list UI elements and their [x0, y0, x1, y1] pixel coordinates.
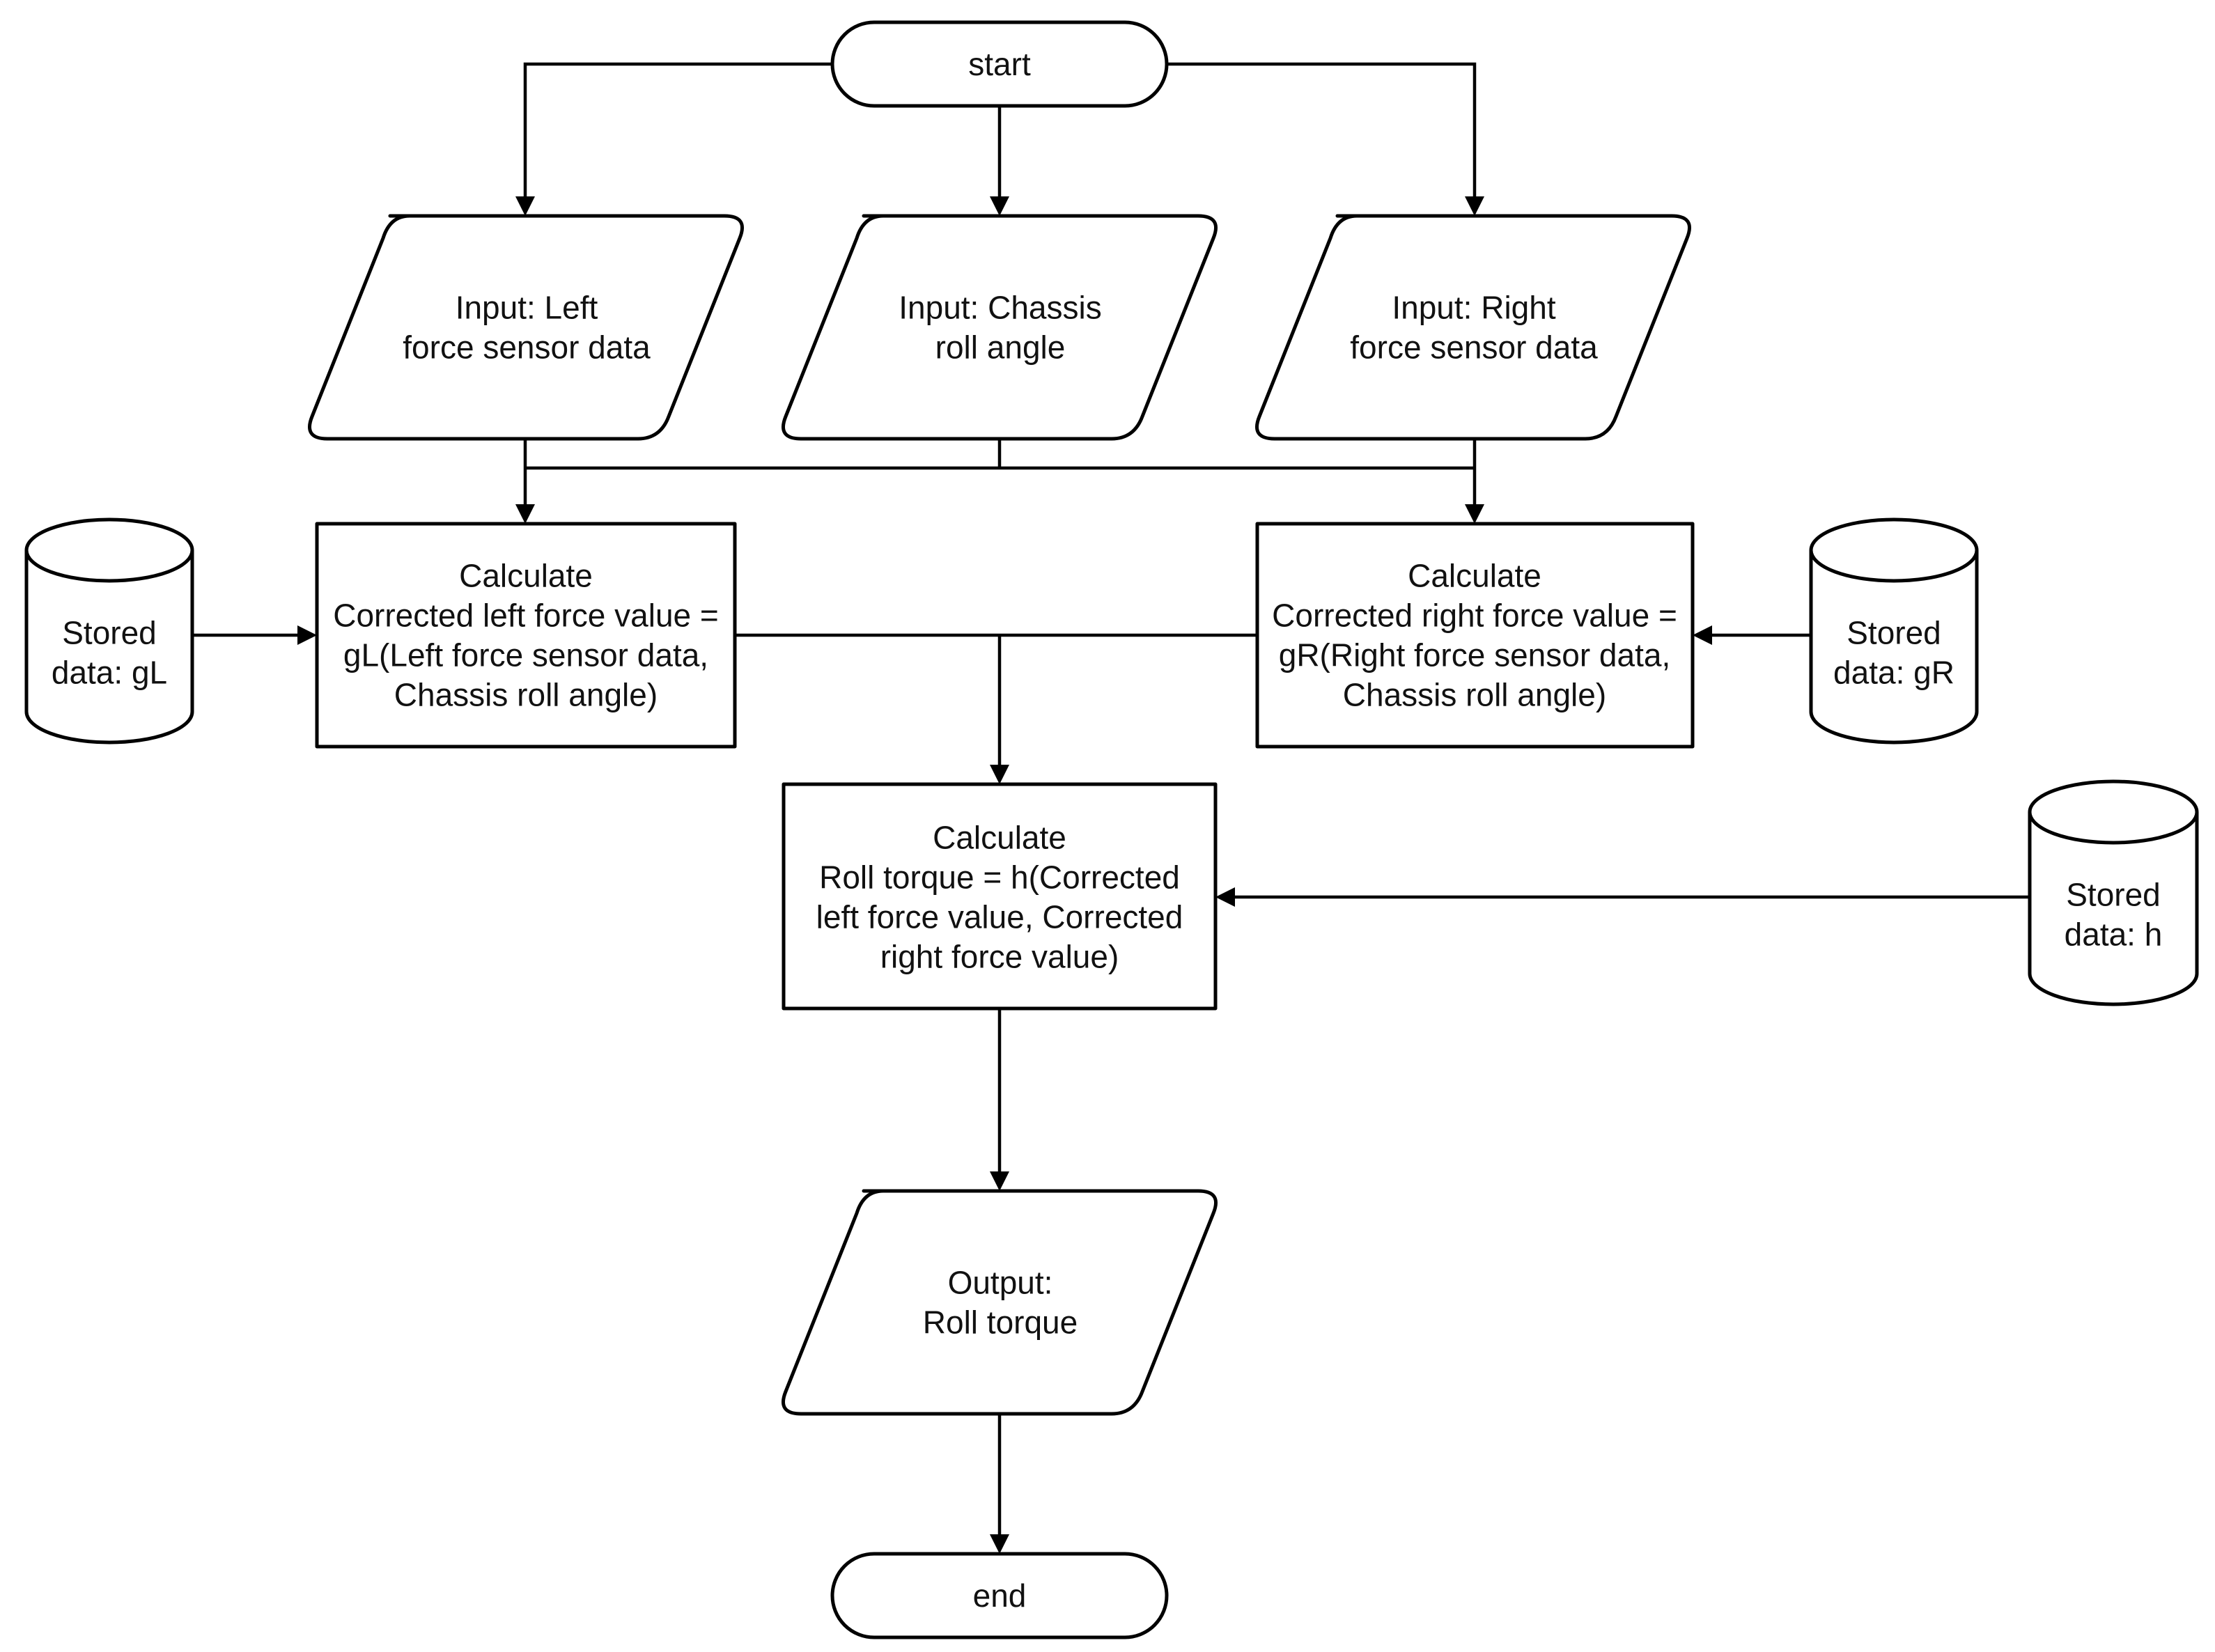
stored-h-cylinder: Stored data: h — [2028, 779, 2199, 1006]
stored-gl-label: Stored data: gL — [52, 615, 167, 691]
label-line: force sensor data — [1350, 329, 1598, 366]
connector-start-to-input-left — [523, 62, 832, 198]
label-line: left force value, Corrected — [816, 899, 1183, 935]
label-line: Chassis roll angle) — [394, 677, 658, 713]
label-line: gL(Left force sensor data, — [343, 637, 708, 673]
label-line: Stored — [62, 615, 157, 651]
stored-h-label: Stored data: h — [2065, 877, 2163, 953]
label-line: Calculate — [1408, 558, 1541, 594]
arrowhead — [515, 196, 535, 216]
label-line: Roll torque = h(Corrected — [819, 859, 1180, 896]
label-line: data: h — [2065, 917, 2163, 953]
arrowhead — [990, 1534, 1009, 1554]
output-label: Output:Roll torque — [923, 1265, 1078, 1341]
label-line: Chassis roll angle) — [1343, 677, 1606, 713]
arrowhead — [990, 765, 1009, 784]
label-line: Corrected right force value = — [1272, 598, 1677, 634]
label-line: Calculate — [459, 558, 593, 594]
label-line: right force value) — [880, 939, 1119, 975]
label-line: end — [973, 1577, 1027, 1614]
label-line: Input: Chassis — [899, 290, 1101, 326]
label-line: Output: — [948, 1265, 1053, 1301]
start-terminator: start — [830, 20, 1169, 108]
arrowhead — [990, 1171, 1009, 1191]
arrowhead — [1465, 504, 1484, 524]
label-line: data: gR — [1833, 655, 1954, 691]
label-line: Input: Right — [1392, 290, 1555, 326]
arrowhead — [515, 504, 535, 524]
output-parallelogram: Output:Roll torque — [782, 1189, 1218, 1416]
label-line: data: gL — [52, 655, 167, 691]
arrowhead — [1465, 196, 1484, 216]
end-label: end — [973, 1577, 1027, 1614]
stored-gl-cylinder: Stored data: gL — [24, 517, 194, 745]
connectors — [192, 62, 2030, 1554]
start-label: start — [968, 46, 1031, 82]
arrowhead — [990, 196, 1009, 216]
label-line: start — [968, 46, 1031, 82]
end-terminator: end — [830, 1552, 1169, 1639]
label-line: Corrected left force value = — [333, 598, 719, 634]
arrowhead — [297, 625, 317, 645]
label-line: Stored — [1847, 615, 1941, 651]
stored-gr-label: Stored data: gR — [1833, 615, 1954, 691]
label-line: roll angle — [935, 329, 1066, 366]
arrowhead — [1215, 887, 1235, 907]
stored-gr-cylinder: Stored data: gR — [1809, 517, 1979, 745]
connector-start-to-input-right — [1167, 62, 1477, 198]
arrowhead — [1693, 625, 1712, 645]
label-line: Calculate — [933, 820, 1066, 856]
label-line: Roll torque — [923, 1304, 1078, 1341]
label-line: Stored — [2066, 877, 2161, 913]
label-line: force sensor data — [403, 329, 651, 366]
label-line: Input: Left — [456, 290, 598, 326]
label-line: gR(Right force sensor data, — [1279, 637, 1671, 673]
